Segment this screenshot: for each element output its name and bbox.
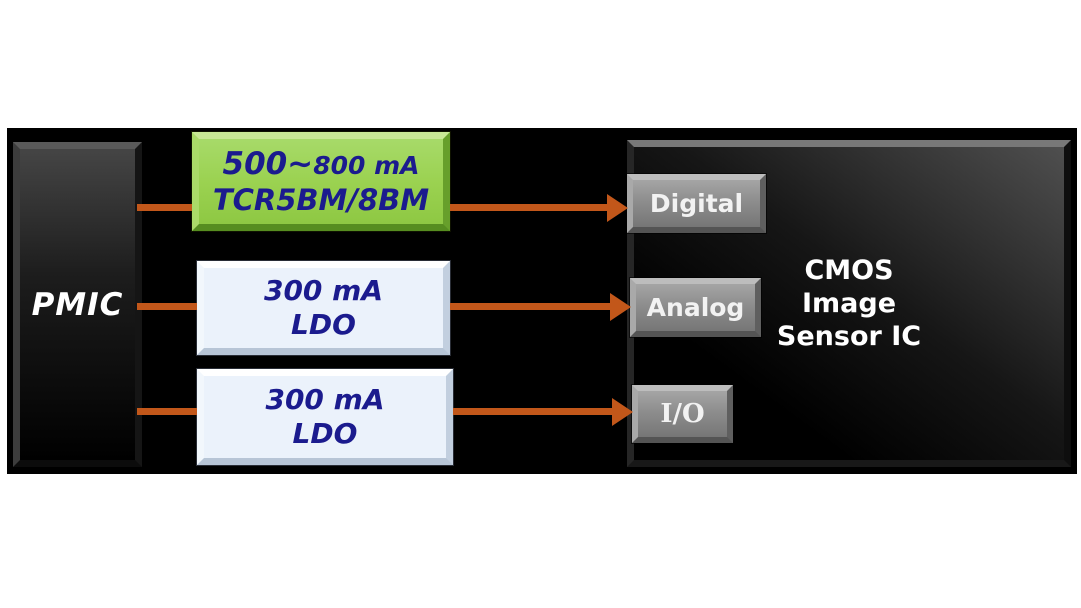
ldo1-block: 300 mA LDO	[197, 261, 450, 355]
io-domain-pad: I/O	[632, 385, 733, 443]
buck-to-digital-arrowhead-icon	[607, 194, 628, 222]
buck-part-number: TCR5BM/8BM	[212, 182, 430, 217]
pmic-block: PMIC	[13, 142, 142, 467]
ldo1-to-analog-connector-line	[450, 303, 610, 310]
buck-to-digital-connector-line	[450, 204, 607, 211]
buck-current-range: 500∼800 mA	[223, 147, 420, 183]
cmos-sensor-title-line3: Sensor IC	[776, 321, 922, 352]
ldo1-current: 300 mA	[263, 274, 384, 307]
io-domain-label: I/O	[660, 399, 705, 429]
ldo2-current: 300 mA	[265, 383, 385, 416]
pmic-to-ldo2-connector-line	[137, 408, 197, 415]
analog-domain-label: Analog	[646, 293, 745, 322]
ldo2-block: 300 mA LDO	[197, 369, 453, 465]
pmic-to-ldo1-connector-line	[137, 303, 197, 310]
digital-domain-label: Digital	[649, 189, 744, 218]
analog-domain-pad: Analog	[630, 278, 761, 337]
buck-current-range-small: 800 mA	[313, 150, 420, 180]
ldo2-to-io-arrowhead-icon	[612, 398, 633, 426]
digital-domain-pad: Digital	[627, 174, 766, 233]
pmic-label: PMIC	[31, 286, 124, 323]
ldo2-type: LDO	[292, 417, 358, 450]
ldo1-type: LDO	[291, 308, 356, 341]
pmic-to-buck-connector-line	[137, 204, 192, 211]
cmos-sensor-title: CMOS Image Sensor IC	[777, 254, 921, 353]
ldo1-to-analog-arrowhead-icon	[610, 293, 631, 321]
ldo2-to-io-connector-line	[453, 408, 612, 415]
buck-current-range-large: 500∼	[222, 145, 314, 182]
cmos-sensor-title-line1: CMOS	[804, 255, 894, 286]
buck-regulator-block: 500∼800 mA TCR5BM/8BM	[192, 132, 450, 231]
cmos-sensor-title-line2: Image	[801, 288, 897, 319]
